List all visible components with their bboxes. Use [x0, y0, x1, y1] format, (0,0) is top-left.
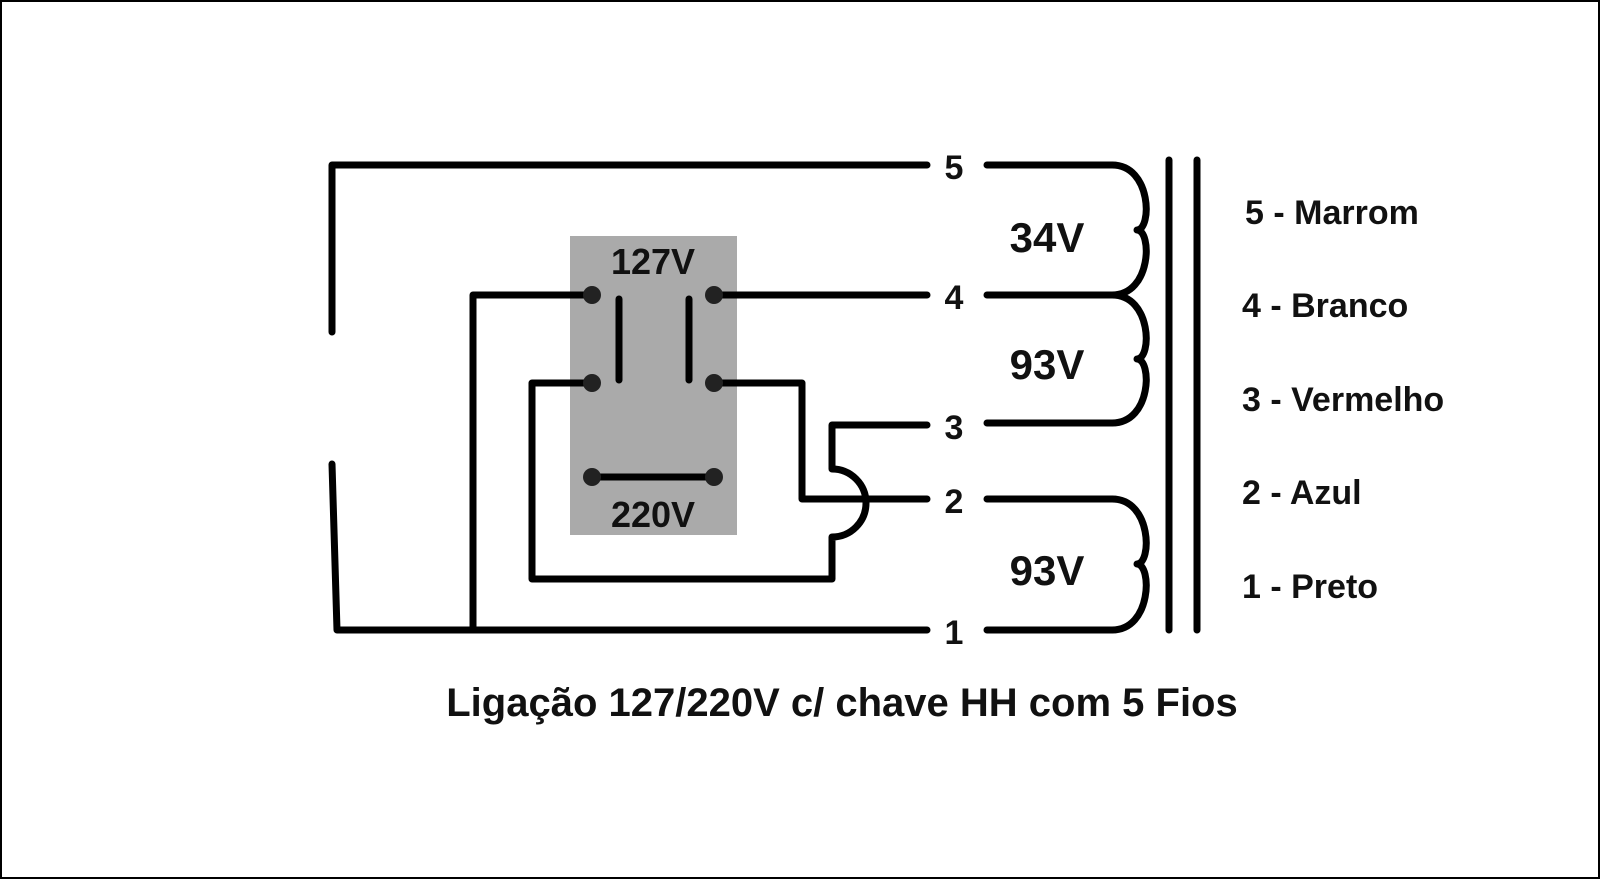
terminal-2: 2 [945, 483, 964, 521]
switch-label-220v: 220V [611, 494, 695, 535]
legend-item: 2 - Azul [1242, 474, 1362, 512]
wires [328, 161, 931, 634]
switch-contacts [583, 286, 723, 486]
contact-dot [583, 286, 601, 304]
wire-2 [710, 379, 931, 503]
wire-jumper-1 [469, 291, 596, 634]
color-legend: 5 - Marrom 4 - Branco 3 - Vermelho 2 - A… [1242, 194, 1444, 606]
diagram-title: Ligação 127/220V c/ chave HH com 5 Fios [446, 681, 1237, 725]
terminal-1: 1 [945, 614, 964, 652]
voltage-label-93v: 93V [1010, 547, 1085, 594]
contact-dot [705, 374, 723, 392]
contact-dot [705, 286, 723, 304]
winding-93v-lower [1108, 495, 1150, 634]
wire-1 [328, 460, 931, 634]
terminal-3: 3 [945, 409, 964, 447]
transformer: 34V 93V 93V [983, 156, 1201, 634]
contact-dot [705, 468, 723, 486]
legend-item: 5 - Marrom [1245, 194, 1419, 232]
terminal-5: 5 [945, 149, 964, 187]
voltage-label-34v: 34V [1010, 214, 1085, 261]
terminal-labels: 5 4 3 2 1 [945, 149, 964, 652]
wire-5 [328, 161, 931, 336]
switch-label-127v: 127V [611, 241, 695, 282]
voltage-label-93v: 93V [1010, 341, 1085, 388]
legend-item: 4 - Branco [1242, 287, 1408, 325]
contact-dot [583, 374, 601, 392]
legend-item: 3 - Vermelho [1242, 381, 1444, 419]
contact-dot [583, 468, 601, 486]
winding-34v [1108, 161, 1150, 299]
legend-item: 1 - Preto [1242, 568, 1378, 606]
winding-93v-upper [1108, 291, 1150, 427]
terminal-4: 4 [945, 279, 964, 317]
wire-3 [528, 379, 931, 583]
